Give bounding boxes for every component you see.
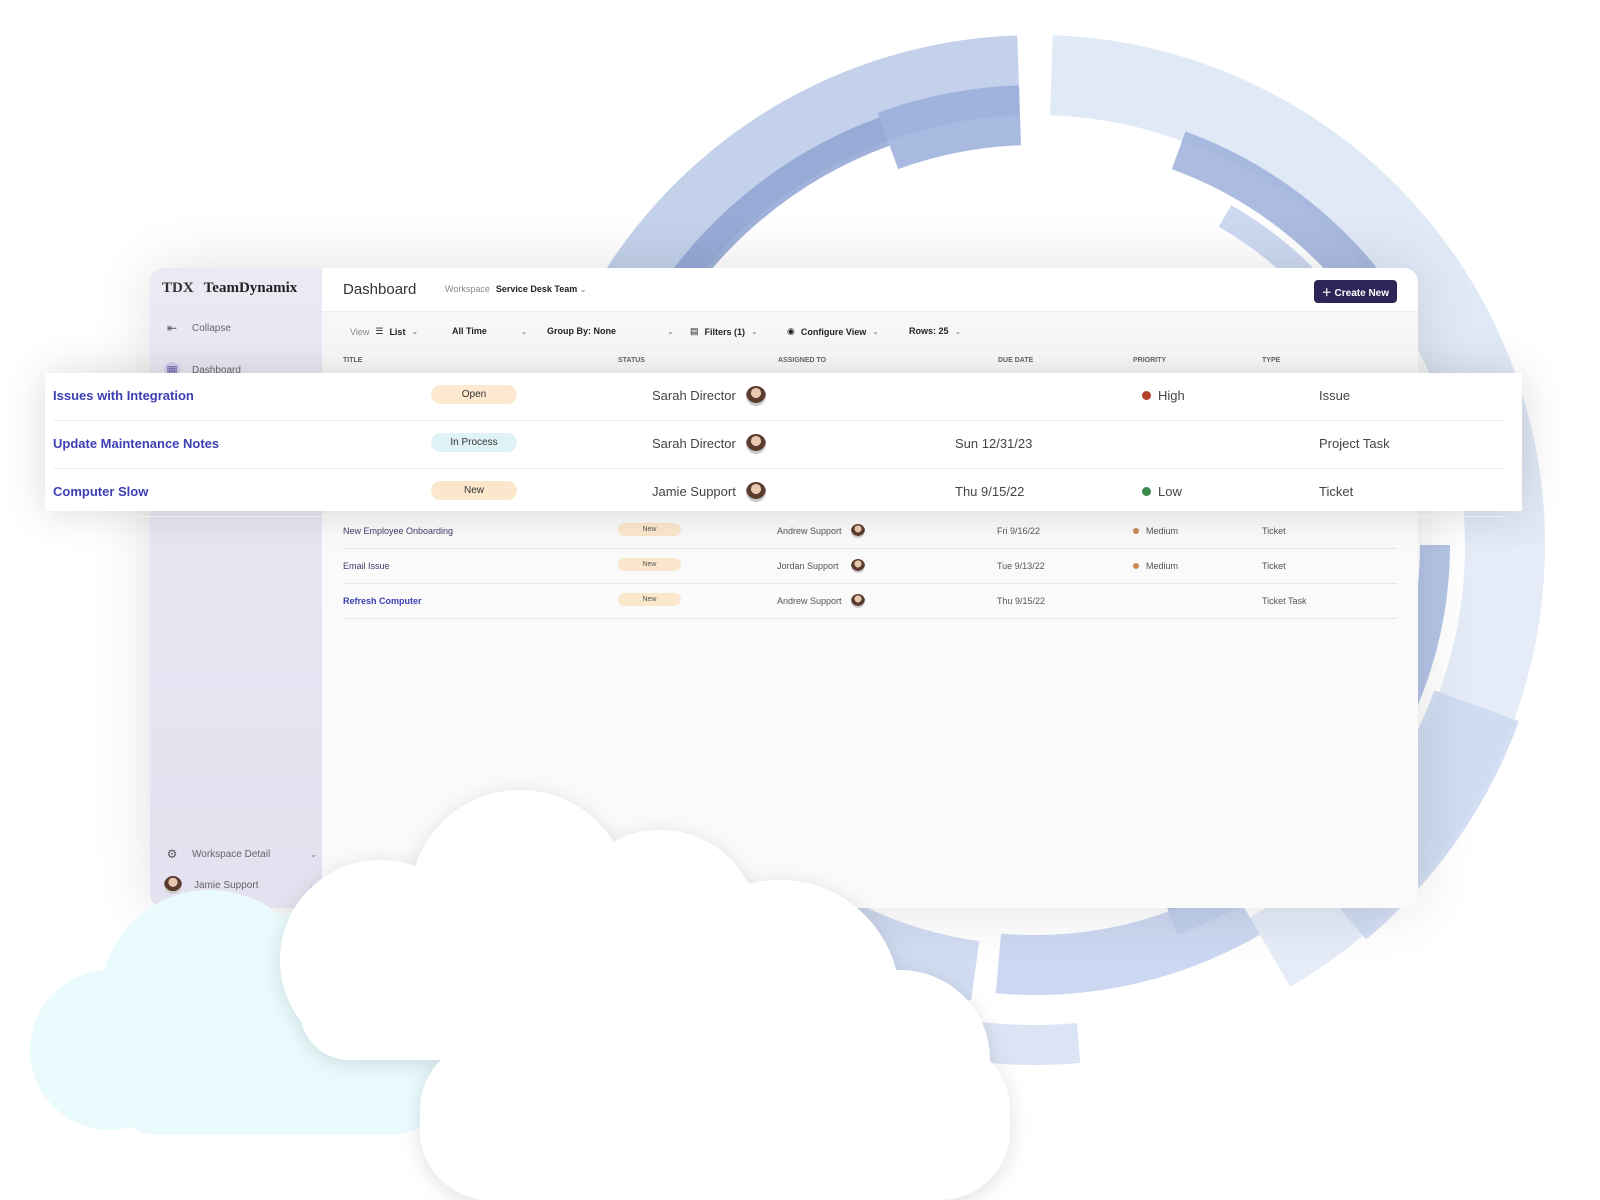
status-badge: New — [618, 593, 681, 606]
column-header[interactable]: DUE DATE — [998, 357, 1034, 364]
column-header[interactable]: ASSIGNED TO — [778, 357, 827, 364]
priority: High — [1158, 388, 1185, 403]
create-new-button[interactable]: ＋ Create New — [1313, 280, 1397, 303]
priority-dot-icon — [1133, 563, 1139, 569]
view-selector[interactable]: View☰List⌄ — [350, 326, 419, 337]
list-icon: ☰ — [375, 326, 384, 336]
rows-selector[interactable]: Rows: 25⌄ — [909, 326, 962, 336]
chevron-down-icon: ⌄ — [308, 880, 316, 890]
group-by-selector[interactable]: Group By: None⌄ — [547, 326, 674, 336]
type: Ticket — [1262, 561, 1286, 571]
row-title-link[interactable]: New Employee Onboarding — [343, 526, 454, 536]
due-date: Thu 9/15/22 — [997, 596, 1046, 606]
workspace-detail-button[interactable]: ⚙Workspace Detail⌄ — [164, 846, 317, 862]
chevron-down-icon: ⌄ — [310, 849, 317, 859]
avatar — [746, 434, 766, 454]
plus-icon: ＋ — [1321, 288, 1332, 299]
filters-button[interactable]: ▤Filters (1)⌄ — [690, 326, 758, 337]
row-title-link[interactable]: Issues with Integration — [53, 388, 194, 403]
time-filter[interactable]: All Time⌄ — [452, 326, 528, 336]
priority-dot-icon — [1133, 528, 1139, 534]
avatar — [164, 876, 182, 894]
user-menu[interactable]: Jamie Support⌄ — [164, 876, 315, 894]
priority: Medium — [1146, 526, 1179, 536]
avatar — [746, 386, 766, 406]
filter-icon: ▤ — [690, 326, 699, 336]
type: Ticket — [1262, 526, 1286, 536]
column-header[interactable]: TITLE — [343, 357, 363, 364]
arc-segment — [877, 85, 1022, 170]
column-header[interactable]: TYPE — [1262, 357, 1281, 364]
avatar — [851, 524, 865, 538]
chevron-down-icon: ⌄ — [872, 327, 879, 336]
status-badge: New — [618, 523, 681, 536]
priority: Low — [1158, 484, 1182, 499]
table-row[interactable]: Computer Slow New Jamie Support Thu 9/15/22… — [53, 469, 1504, 517]
assigned-to: Sarah Director — [652, 388, 736, 403]
column-header[interactable]: PRIORITY — [1133, 357, 1167, 364]
avatar — [746, 482, 766, 502]
table-row[interactable]: Update Maintenance Notes In Process Sarah … — [53, 421, 1504, 469]
page-title: Dashboard — [343, 281, 417, 298]
eye-icon: ◉ — [787, 326, 795, 336]
workspace-icon: ⚙ — [166, 847, 178, 861]
avatar — [851, 594, 865, 608]
row-title-link[interactable]: Update Maintenance Notes — [53, 436, 220, 451]
status-badge: Open — [431, 385, 517, 404]
due-date: Fri 9/16/22 — [997, 526, 1041, 536]
status-badge: New — [618, 558, 681, 571]
chevron-down-icon: ⌄ — [751, 327, 758, 336]
table-row[interactable]: New Employee Onboarding New Andrew Support… — [343, 514, 1397, 549]
status-badge: In Process — [431, 433, 517, 452]
table-row[interactable]: Email Issue New Jordan Support Tue 9/13/22 M… — [343, 549, 1397, 584]
type: Issue — [1319, 388, 1351, 403]
due-date: Thu 9/15/22 — [955, 484, 1025, 499]
avatar — [851, 559, 865, 573]
assigned-to: Andrew Support — [777, 526, 842, 536]
chevron-down-icon: ⌄ — [667, 326, 674, 336]
assigned-to: Andrew Support — [777, 596, 842, 606]
column-header[interactable]: STATUS — [618, 357, 645, 364]
chevron-down-icon: ⌄ — [954, 326, 962, 336]
assigned-to: Jordan Support — [777, 561, 839, 571]
priority: Medium — [1146, 561, 1179, 571]
chevron-down-icon: ⌄ — [411, 327, 419, 336]
type: Ticket — [1319, 484, 1354, 499]
status-badge: New — [431, 481, 517, 500]
priority-dot-icon — [1142, 391, 1151, 400]
type: Ticket Task — [1262, 596, 1307, 606]
row-title-link[interactable]: Computer Slow — [53, 484, 149, 499]
priority-dot-icon — [1142, 487, 1151, 496]
arc-segment — [995, 882, 1260, 995]
table-row[interactable]: Refresh Computer New Andrew Support Thu 9/1… — [343, 584, 1397, 619]
toolbar: View☰List⌄ All Time⌄ Group By: None⌄ ▤Fi… — [322, 312, 1418, 352]
type: Project Task — [1319, 436, 1390, 451]
assigned-to: Sarah Director — [652, 436, 736, 451]
configure-view-button[interactable]: ◉Configure View⌄ — [787, 326, 879, 337]
due-date: Sun 12/31/23 — [955, 436, 1033, 451]
chevron-down-icon: ⌄ — [579, 285, 587, 294]
due-date: Tue 9/13/22 — [997, 561, 1045, 571]
collapse-icon: ⇤ — [166, 321, 178, 335]
collapse-button[interactable]: ⇤Collapse — [164, 320, 231, 336]
assigned-to: Jamie Support — [652, 484, 736, 499]
row-title-link[interactable]: Email Issue — [343, 561, 390, 571]
chevron-down-icon: ⌄ — [520, 326, 528, 336]
row-title-link[interactable]: Refresh Computer — [343, 596, 422, 606]
table-row[interactable]: Issues with Integration Open Sarah Directo… — [53, 373, 1504, 421]
